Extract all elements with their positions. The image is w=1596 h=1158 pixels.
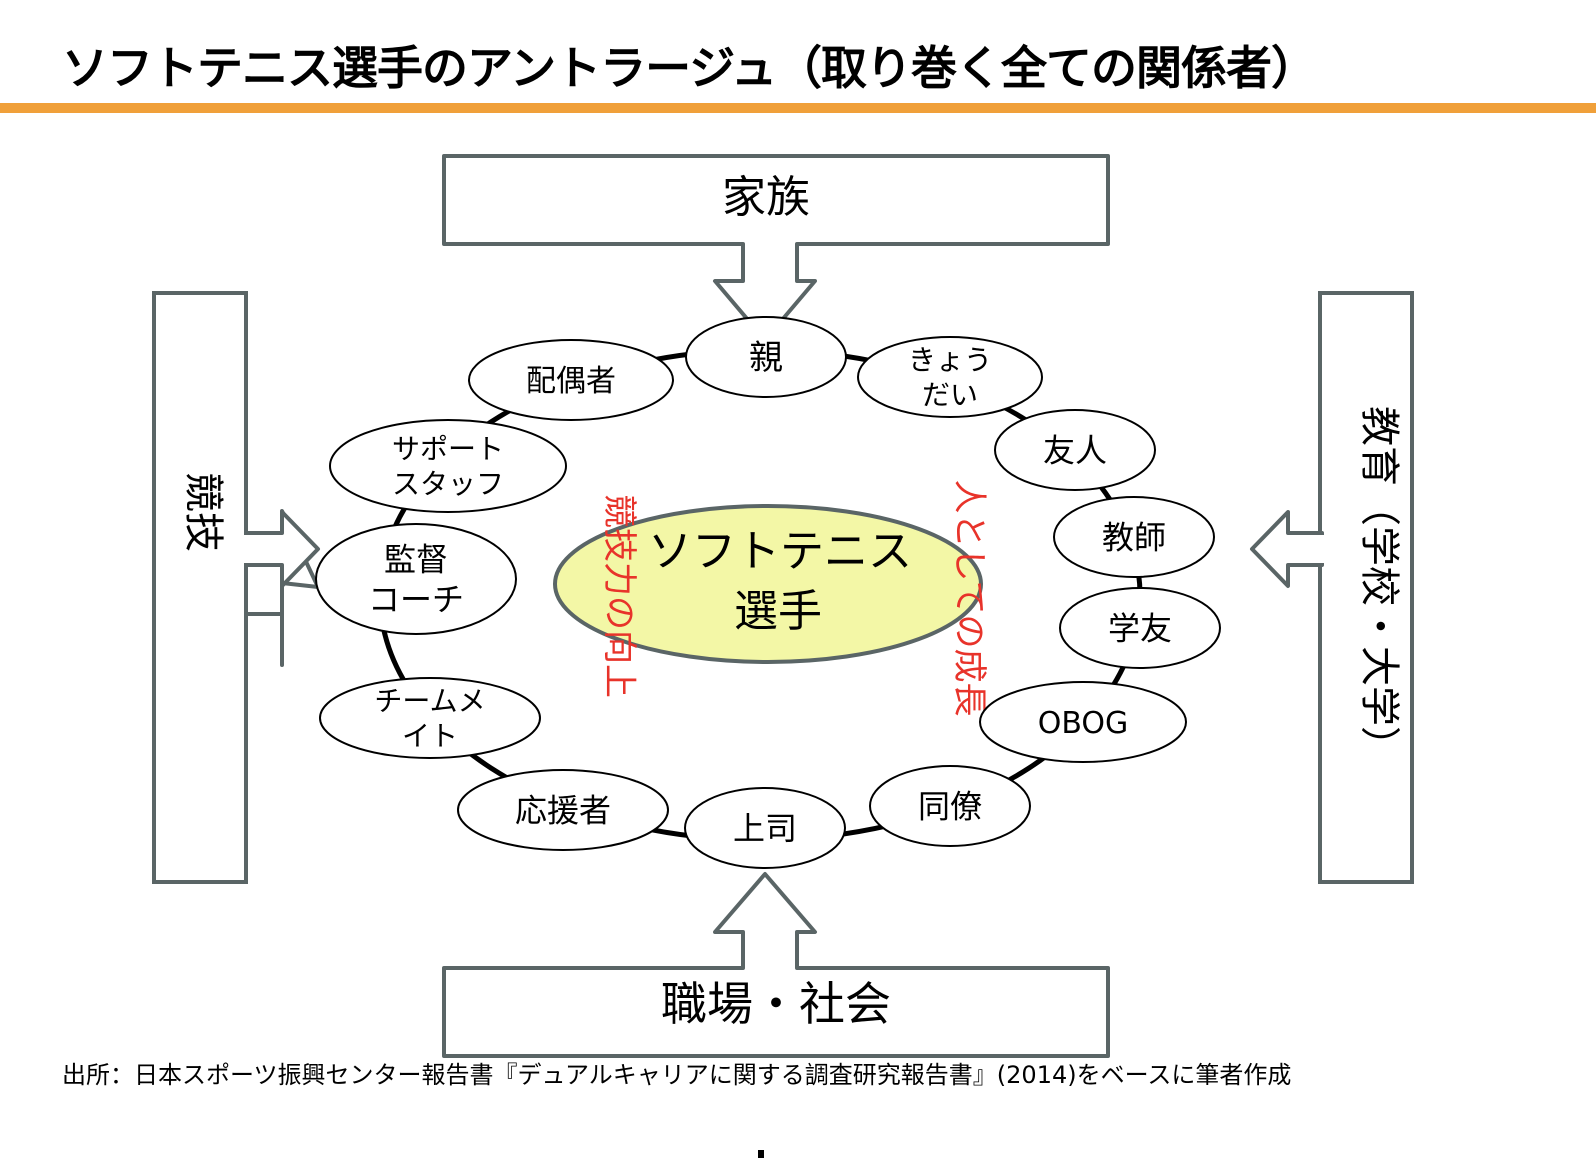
node-boss: 上司 xyxy=(684,787,846,869)
family-box xyxy=(442,154,1110,342)
node-supporter: 応援者 xyxy=(457,769,669,851)
node-label: 学友 xyxy=(1108,610,1172,648)
node-ellipse xyxy=(684,787,846,869)
node-ellipse xyxy=(319,677,541,759)
competition-label: 競技 xyxy=(180,472,226,552)
competition-arrow-gap xyxy=(242,535,248,563)
node-ellipse xyxy=(315,523,517,635)
node-schoolmate: 学友 xyxy=(1059,587,1221,669)
node-label: だい xyxy=(922,379,978,412)
node-label: イト xyxy=(402,720,458,753)
node-friend: 友人 xyxy=(994,409,1156,491)
node-label: 親 xyxy=(749,338,783,378)
workplace-label: 職場・社会 xyxy=(661,977,891,1031)
node-parent: 親 xyxy=(685,316,847,398)
family-label: 家族 xyxy=(722,172,810,223)
title-underline xyxy=(0,103,1596,113)
node-ellipse xyxy=(685,316,847,398)
node-ellipse xyxy=(857,336,1043,418)
education-arrow-gap xyxy=(1318,535,1324,563)
slide-title: ソフトテニス選手のアントラージュ（取り巻く全ての関係者） xyxy=(62,41,1317,95)
source-note: 出所：日本スポーツ振興センター報告書『デュアルキャリアに関する調査研究報告書』(… xyxy=(62,1061,1292,1089)
node-teacher: 教師 xyxy=(1053,496,1215,578)
node-label: チームメ xyxy=(374,685,485,718)
node-label: 監督 xyxy=(384,541,448,579)
node-ellipse xyxy=(1059,587,1221,669)
player-label-line2: 選手 xyxy=(734,586,822,637)
node-label: OBOG xyxy=(1038,706,1129,741)
node-label: サポート xyxy=(392,433,504,466)
node-label: 応援者 xyxy=(515,792,611,830)
node-label: 配偶者 xyxy=(526,364,616,399)
education-label: 教育（学校・大学） xyxy=(1356,406,1402,766)
node-ellipse xyxy=(869,765,1031,847)
node-ellipse xyxy=(1053,496,1215,578)
annotation-competitive-growth: 競技力の向上 xyxy=(599,494,639,698)
player-label-line1: ソフトテニス xyxy=(648,526,912,577)
node-label: 友人 xyxy=(1043,432,1107,470)
node-ellipse xyxy=(979,681,1187,763)
node-label: 同僚 xyxy=(918,788,982,826)
node-ellipse xyxy=(457,769,669,851)
competition-box-frame xyxy=(152,291,248,884)
node-ellipse xyxy=(329,419,567,513)
education-arrow xyxy=(1250,510,1324,588)
node-label: 上司 xyxy=(733,810,797,848)
node-obog: OBOG xyxy=(979,681,1187,763)
node-label: コーチ xyxy=(368,581,464,619)
node-label: 教師 xyxy=(1102,519,1166,557)
workplace-box xyxy=(442,872,1110,1058)
player-ellipse xyxy=(553,504,983,664)
node-ellipse xyxy=(468,339,674,421)
annotation-personal-growth: 人としての成長 xyxy=(949,480,989,717)
node-label: きょう xyxy=(908,344,992,377)
node-colleague: 同僚 xyxy=(869,765,1031,847)
page-number-mark xyxy=(758,1150,764,1158)
education-box-frame xyxy=(1318,291,1414,884)
node-label: スタッフ xyxy=(392,468,504,501)
competition-arrow xyxy=(242,510,320,588)
node-spouse: 配偶者 xyxy=(468,339,674,421)
node-ellipse xyxy=(994,409,1156,491)
entourage-nodes: 親きょうだい友人教師学友OBOG同僚上司応援者チームメイト監督コーチサポートスタ… xyxy=(315,316,1221,869)
